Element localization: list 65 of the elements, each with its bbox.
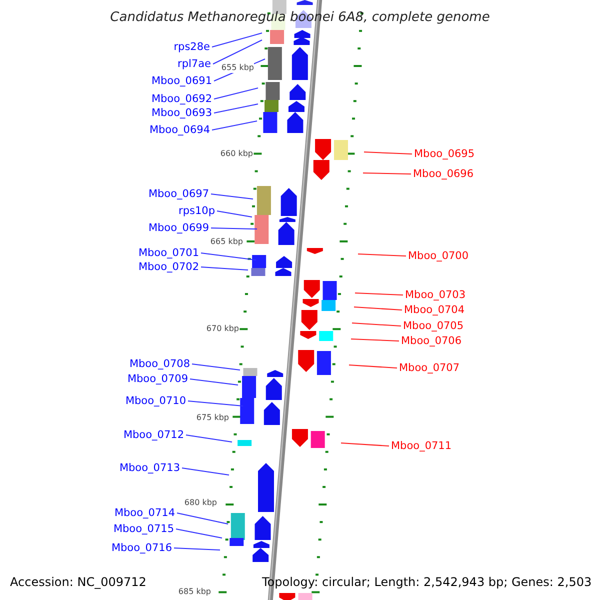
gene-label: Mboo_0708 [129,358,190,370]
accession-text: Accession: NC_009712 [10,575,146,589]
gene-label: Mboo_0710 [125,394,186,408]
gene-label: Mboo_0699 [148,222,209,234]
gene-label: Mboo_0716 [111,542,172,554]
gene-label: Mboo_0694 [149,124,210,136]
leader-line [190,378,238,386]
scale-label: 680 kbp [184,498,217,508]
gene-label: Mboo_0705 [403,320,464,332]
leader-line [354,306,402,310]
gene-label: rpl7ae [178,58,211,70]
gene-label: Mboo_0711 [391,440,452,452]
gene-label: Mboo_0706 [401,334,462,348]
gene-label: Mboo_0701 [138,246,199,260]
leader-line [186,434,232,442]
leader-line [354,292,404,296]
leader-line [352,322,402,326]
scale-label: 660 kbp [220,149,253,159]
leader-line [212,32,262,48]
gene-label: Mboo_0707 [399,362,460,374]
gene-label: rps10p [178,204,215,218]
leader-line [212,120,258,130]
gene-label: Mboo_0702 [138,260,199,274]
gene-label: Mboo_0709 [127,372,188,386]
leader-line [214,104,258,114]
gene-label: Mboo_0714 [114,506,175,520]
leader-line [212,40,262,64]
leader-line [210,228,258,230]
gene-label: Mboo_0700 [408,250,469,262]
leader-line [214,88,258,100]
leader-line [174,548,220,550]
leader-line [210,194,254,200]
title: Candidatus Methanoregula boonei 6A8, complete genome [109,10,491,25]
leader-line [350,338,400,342]
leader-line [176,512,228,524]
genome-summary-text: Topology: circular; Length: 2,542,943 bp; Genes: 2,503 [262,575,592,589]
scale-label: 665 kbp [210,237,243,247]
leader-line [182,468,230,476]
scale-label: 685 kbp [178,587,211,597]
gene-label: Mboo_0704 [404,304,465,316]
gene-label: Mboo_0695 [414,148,475,160]
gene-label: Mboo_0703 [405,288,466,302]
gene-label: Mboo_0696 [413,168,474,180]
leader-line [364,152,412,154]
leader-line [358,254,406,256]
leader-line [340,442,390,446]
leader-line [216,210,252,218]
leader-line [362,172,412,174]
gene-label: Mboo_0692 [151,92,212,106]
gene-label: Mboo_0691 [151,74,212,88]
leader-line [188,400,244,406]
gene-label: Mboo_0715 [113,522,174,536]
gene-label: Mboo_0712 [123,428,184,442]
gene-label: Mboo_0693 [151,106,212,120]
leader-line [200,266,248,270]
scale-label: 670 kbp [206,324,239,334]
gene-label: Mboo_0713 [119,462,180,474]
scale-label: 655 kbp [221,63,254,73]
leader-line [176,528,222,538]
gene-label: Mboo_0697 [148,188,209,200]
leader-line [200,252,256,260]
leader-line [192,364,240,370]
scale-label: 675 kbp [196,413,229,423]
gene-label: rps28e [174,40,210,54]
leader-line [348,364,398,368]
